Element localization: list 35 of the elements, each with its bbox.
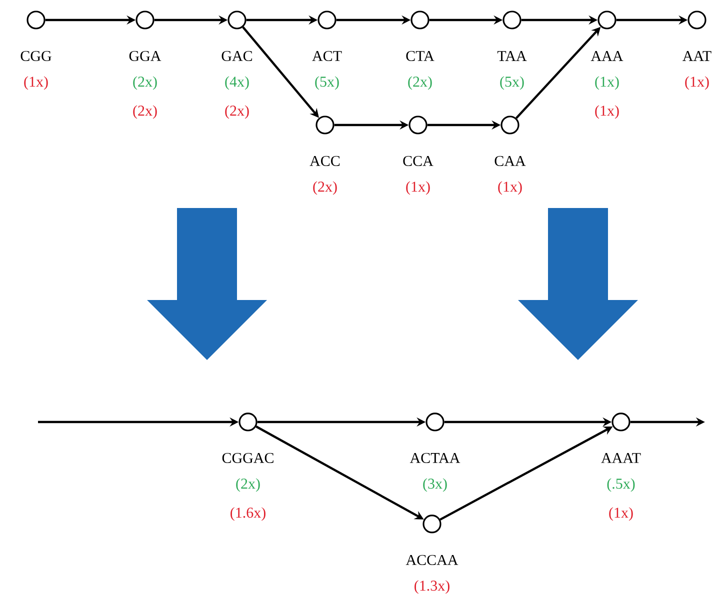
- count-label: (1x): [24, 76, 48, 90]
- node-label: ACT: [312, 50, 342, 62]
- node-label: CCA: [403, 156, 434, 166]
- count-label: (2x): [313, 181, 337, 195]
- node-label: AAT: [682, 51, 712, 61]
- count-label: (4x): [225, 76, 249, 90]
- node-label: ACCAA: [406, 554, 458, 566]
- node-label: CTA: [406, 50, 434, 62]
- node-label: GAC: [222, 50, 252, 62]
- count-label: (2x): [236, 478, 260, 492]
- count-label: (1x): [498, 181, 522, 195]
- node-label: CGG: [20, 50, 52, 62]
- count-label: (2x): [133, 76, 157, 90]
- count-label: (1x): [406, 181, 430, 195]
- node-label: CGGAC: [222, 452, 274, 464]
- count-label: (1.3x): [414, 580, 450, 594]
- count-label: (.5x): [607, 478, 635, 492]
- count-label: (1x): [685, 76, 709, 90]
- node-label: AAA: [590, 51, 624, 61]
- node-label: ACTAA: [410, 452, 460, 464]
- node-label: AAAT: [601, 453, 641, 463]
- count-label: (3x): [423, 478, 447, 492]
- count-label: (2x): [133, 105, 157, 119]
- count-label: (1.6x): [230, 507, 266, 521]
- count-label: (5x): [500, 76, 524, 90]
- count-label: (2x): [225, 105, 249, 119]
- count-label: (1x): [609, 507, 633, 521]
- count-label: (5x): [315, 76, 339, 90]
- count-label: (2x): [408, 76, 432, 90]
- node-label: CAA: [494, 156, 526, 166]
- node-label: TAA: [497, 51, 527, 61]
- count-label: (1x): [595, 105, 619, 119]
- node-label: GGA: [129, 50, 162, 62]
- node-label: ACC: [310, 156, 340, 166]
- count-label: (1x): [595, 76, 619, 90]
